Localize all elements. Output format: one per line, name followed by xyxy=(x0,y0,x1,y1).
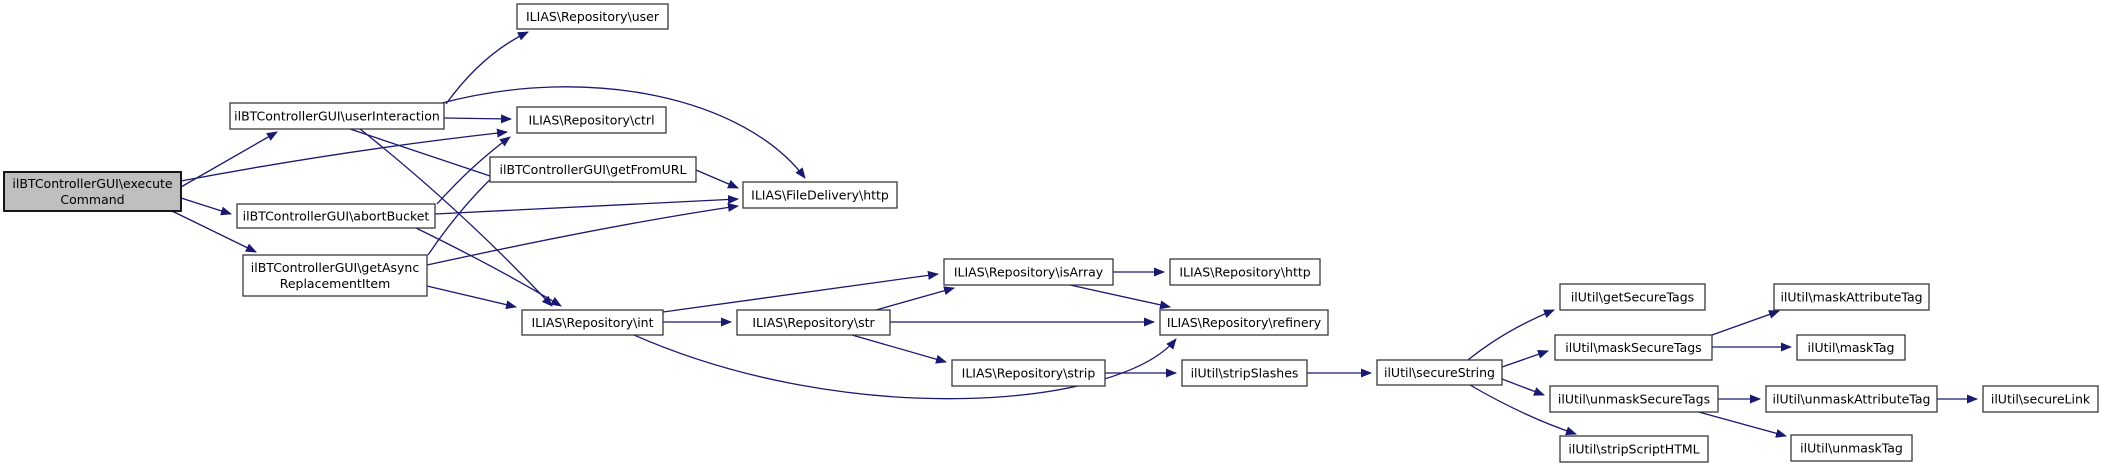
node-getSecureTags[interactable]: ilUtil\getSecureTags xyxy=(1559,283,1706,311)
node-label-abortBucket: ilBTControllerGUI\abortBucket xyxy=(243,209,430,224)
edge-unmaskSecureTags-to-unmaskTag xyxy=(1694,410,1787,438)
node-label-maskTag: ilUtil\maskTag xyxy=(1808,340,1895,355)
edge-executeCommand-to-abortBucket xyxy=(180,197,232,216)
call-graph-edges xyxy=(171,31,1978,438)
node-stripSlashes[interactable]: ilUtil\stripSlashes xyxy=(1181,359,1308,387)
edge-isArray-to-refinery xyxy=(1069,284,1171,310)
node-label-int: ILIAS\Repository\int xyxy=(531,315,653,330)
node-maskSecureTags[interactable]: ilUtil\maskSecureTags xyxy=(1554,334,1713,361)
edge-getFromURL-to-fileDeliveryHttp xyxy=(695,169,739,189)
edge-userInteraction-to-fileDeliveryHttp xyxy=(441,86,806,179)
node-label-refinery: ILIAS\Repository\refinery xyxy=(1167,315,1322,330)
node-label-secureString: ilUtil\secureString xyxy=(1384,365,1495,380)
node-label-getFromURL: ilBTControllerGUI\getFromURL xyxy=(500,162,687,177)
node-isArray[interactable]: ILIAS\Repository\isArray xyxy=(943,258,1114,286)
node-user[interactable]: ILIAS\Repository\user xyxy=(516,3,669,30)
edge-userInteraction-to-getFromURL xyxy=(349,128,503,182)
node-label-str: ILIAS\Repository\str xyxy=(752,315,875,330)
node-label-user: ILIAS\Repository\user xyxy=(526,9,660,24)
node-label-ctrl: ILIAS\Repository\ctrl xyxy=(528,113,654,128)
edge-getAsyncReplacementItem-to-int xyxy=(426,285,517,310)
node-label-maskAttributeTag: ilUtil\maskAttributeTag xyxy=(1780,290,1922,305)
node-label-unmaskSecureTags: ilUtil\unmaskSecureTags xyxy=(1558,392,1710,407)
edge-int-to-isArray xyxy=(662,270,939,313)
node-fileDeliveryHttp[interactable]: ILIAS\FileDelivery\http xyxy=(742,181,898,209)
node-refinery[interactable]: ILIAS\Repository\refinery xyxy=(1159,309,1329,336)
node-label-isArray: ILIAS\Repository\isArray xyxy=(954,265,1104,280)
edge-userInteraction-to-ctrl xyxy=(443,114,512,124)
node-strip[interactable]: ILIAS\Repository\strip xyxy=(951,359,1106,387)
node-maskAttributeTag[interactable]: ilUtil\maskAttributeTag xyxy=(1773,283,1930,311)
edge-secureString-to-maskSecureTags xyxy=(1501,350,1549,368)
node-label-maskSecureTags: ilUtil\maskSecureTags xyxy=(1565,340,1701,355)
node-userInteraction[interactable]: ilBTControllerGUI\userInteraction xyxy=(229,102,445,130)
node-secureString[interactable]: ilUtil\secureString xyxy=(1376,359,1503,386)
node-label-stripSlashes: ilUtil\stripSlashes xyxy=(1191,366,1299,381)
edge-abortBucket-to-ctrl xyxy=(436,136,511,205)
edge-secureString-to-stripScriptHTML xyxy=(1469,384,1577,436)
node-repositoryHttp[interactable]: ILIAS\Repository\http xyxy=(1169,258,1321,286)
edge-str-to-isArray xyxy=(875,286,955,311)
edge-int-to-refinery xyxy=(633,334,1177,400)
node-ctrl[interactable]: ILIAS\Repository\ctrl xyxy=(516,106,667,134)
node-unmaskTag[interactable]: ilUtil\unmaskTag xyxy=(1790,434,1913,462)
edge-maskSecureTags-to-maskAttributeTag xyxy=(1711,310,1780,336)
node-secureLink[interactable]: ilUtil\secureLink xyxy=(1982,385,2099,413)
node-str[interactable]: ILIAS\Repository\str xyxy=(736,309,891,336)
edge-abortBucket-to-int xyxy=(415,227,562,307)
node-stripScriptHTML[interactable]: ilUtil\stripScriptHTML xyxy=(1559,435,1709,463)
node-label-secureLink: ilUtil\secureLink xyxy=(1991,392,2091,407)
node-abortBucket[interactable]: ilBTControllerGUI\abortBucket xyxy=(236,203,436,229)
edge-userInteraction-to-user xyxy=(445,31,529,105)
node-label-unmaskAttributeTag: ilUtil\unmaskAttributeTag xyxy=(1773,392,1931,407)
node-int[interactable]: ILIAS\Repository\int xyxy=(521,309,664,336)
edge-executeCommand-to-getAsyncReplacementItem xyxy=(171,210,257,253)
node-maskTag[interactable]: ilUtil\maskTag xyxy=(1796,334,1906,361)
node-label-repositoryHttp: ILIAS\Repository\http xyxy=(1179,265,1310,280)
node-getFromURL[interactable]: ilBTControllerGUI\getFromURL xyxy=(489,156,697,183)
edge-secureString-to-unmaskSecureTags xyxy=(1501,378,1545,396)
node-label-fileDeliveryHttp: ILIAS\FileDelivery\http xyxy=(751,188,889,203)
node-unmaskSecureTags[interactable]: ilUtil\unmaskSecureTags xyxy=(1549,385,1719,413)
node-label-stripScriptHTML: ilUtil\stripScriptHTML xyxy=(1568,442,1699,457)
node-label-strip: ILIAS\Repository\strip xyxy=(962,366,1096,381)
edge-getAsyncReplacementItem-to-fileDeliveryHttp xyxy=(426,202,739,266)
node-label-getSecureTags: ilUtil\getSecureTags xyxy=(1571,290,1694,305)
node-unmaskAttributeTag[interactable]: ilUtil\unmaskAttributeTag xyxy=(1765,385,1938,413)
edge-executeCommand-to-ctrl xyxy=(180,128,508,182)
edge-secureString-to-getSecureTags xyxy=(1467,309,1555,361)
node-label-unmaskTag: ilUtil\unmaskTag xyxy=(1800,441,1903,456)
node-label-userInteraction: ilBTControllerGUI\userInteraction xyxy=(234,109,440,124)
edge-str-to-strip xyxy=(851,334,947,364)
edge-abortBucket-to-fileDeliveryHttp xyxy=(434,194,739,215)
